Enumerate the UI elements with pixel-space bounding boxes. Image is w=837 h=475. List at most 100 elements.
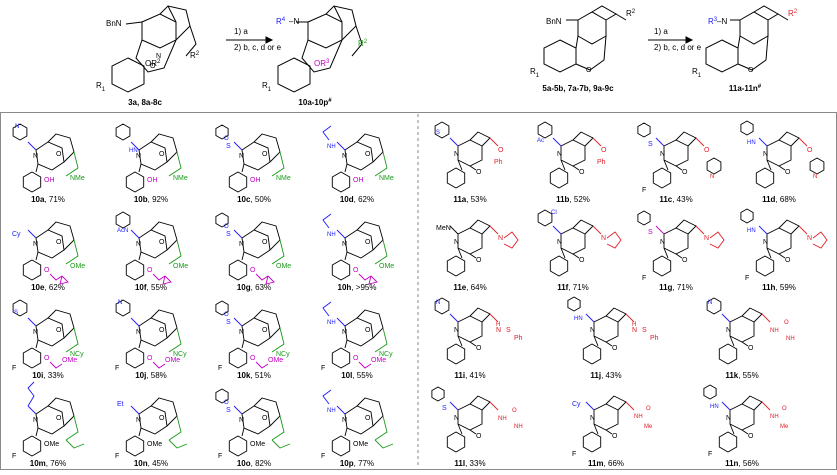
tail-bond bbox=[798, 225, 808, 235]
benzo-ring bbox=[755, 255, 775, 277]
product-range-left: 10a-10p bbox=[298, 98, 328, 107]
pyridine-n-label: N bbox=[15, 124, 19, 130]
compound-caption: 11h, 59% bbox=[762, 283, 796, 292]
ring-n-label: N bbox=[726, 415, 731, 422]
amine-substituent-label: NCy bbox=[276, 351, 290, 358]
r3-sup-right: 3 bbox=[714, 17, 718, 23]
compound-yield: , 41% bbox=[465, 371, 485, 380]
aryl-bond bbox=[344, 427, 348, 437]
isopropyl-chain bbox=[65, 439, 85, 449]
compound-caption: 11c, 43% bbox=[659, 195, 692, 204]
n-substituent-bond bbox=[130, 141, 140, 151]
product-r2-label: R2 bbox=[358, 39, 368, 48]
amine-chain bbox=[65, 239, 79, 265]
product-r1-text-right: R bbox=[692, 67, 698, 76]
product-r1-sub: 1 bbox=[268, 87, 272, 93]
benzo-bond bbox=[457, 247, 463, 259]
ring-n-label: N bbox=[590, 415, 595, 422]
n-substituent-ring bbox=[537, 209, 553, 227]
sulfonyl-o-label: O bbox=[224, 312, 229, 318]
scheme-right-labels: BnN O R2 R1 1) a 2) b, c, d or e R3 –N O… bbox=[530, 9, 798, 93]
tail-urea-nh2: NH bbox=[514, 424, 523, 430]
or3-label: OR3 bbox=[314, 59, 330, 68]
methoxy-label: OMe bbox=[147, 441, 162, 448]
compound-id: 11b bbox=[556, 195, 569, 204]
bridge-ring bbox=[47, 397, 75, 427]
product-r1-sub-right: 1 bbox=[698, 73, 702, 79]
pyridine-n-label: N bbox=[436, 300, 440, 306]
urea-nh-label: NH bbox=[327, 408, 336, 414]
amine-chain bbox=[168, 415, 182, 441]
ring-n-label: N bbox=[342, 153, 347, 160]
pyran-bond bbox=[778, 253, 786, 259]
urea-alkyl-chain bbox=[322, 213, 332, 229]
tail-urea-nh: NH bbox=[498, 416, 507, 422]
ring-n-label: N bbox=[454, 415, 459, 422]
compound-caption: 10p, 77% bbox=[340, 459, 374, 468]
ring-n-label: N bbox=[33, 241, 38, 248]
r1-sub: 1 bbox=[102, 87, 106, 93]
amine-substituent-label: OMe bbox=[379, 263, 394, 270]
pyrazole-n-label: N bbox=[601, 235, 606, 242]
core-ring bbox=[593, 315, 619, 343]
ring-o-label: O bbox=[476, 345, 482, 352]
pyran-bond bbox=[469, 429, 477, 435]
n-substituent-bond bbox=[27, 229, 37, 239]
aryl-bond bbox=[344, 339, 348, 349]
benzo-bond bbox=[593, 423, 599, 435]
product-oxygen-right: O bbox=[748, 67, 754, 74]
tail-urea-o: O bbox=[512, 408, 517, 414]
cyclopentane-ring bbox=[675, 131, 697, 147]
fluoro-label: F bbox=[12, 453, 16, 460]
ether-chain bbox=[152, 361, 166, 369]
compound-yield: , 82% bbox=[251, 459, 271, 468]
compound-caption: 11j, 43% bbox=[590, 371, 621, 380]
ring-o-label: O bbox=[476, 257, 482, 264]
tail-bond bbox=[592, 225, 602, 235]
amine-chain bbox=[65, 327, 79, 353]
r2-sup: 2 bbox=[196, 51, 200, 57]
sulfonamide-n-label: N bbox=[496, 327, 501, 334]
amine-chain bbox=[374, 239, 388, 265]
benzo-bond bbox=[457, 159, 463, 171]
compound-id: 10h bbox=[338, 283, 352, 292]
bridge-ring bbox=[150, 133, 178, 163]
ring-o-label: O bbox=[682, 169, 688, 176]
n-substituent-bond bbox=[27, 405, 37, 415]
product-suffix-right: # bbox=[758, 84, 762, 90]
ring-o-label: O bbox=[365, 239, 371, 246]
aryl-bond bbox=[35, 339, 39, 349]
ring-o-label: O bbox=[262, 151, 268, 158]
compound-caption: 11d, 68% bbox=[762, 195, 796, 204]
methoxyethyl-label: OMe bbox=[62, 357, 77, 364]
ring-n-label: N bbox=[136, 153, 141, 160]
hydroxy-label: OH bbox=[353, 177, 364, 184]
compound-id: 10a bbox=[31, 195, 45, 204]
compound-caption: 10f, 55% bbox=[135, 283, 167, 292]
sulfonamide-s-label: S bbox=[642, 327, 647, 334]
n-substituent-bond bbox=[336, 317, 346, 327]
ether-o-label: O bbox=[353, 267, 359, 274]
ring-o-label: O bbox=[365, 151, 371, 158]
ring-o-label: O bbox=[612, 433, 618, 440]
acetamide-me: Me bbox=[780, 424, 789, 430]
r4-text: R bbox=[276, 17, 282, 26]
compound-yield: , 51% bbox=[250, 371, 270, 380]
ring-n-label: N bbox=[33, 329, 38, 336]
ether-o-label: O bbox=[147, 267, 153, 274]
hydroxy-label: OH bbox=[250, 177, 261, 184]
or2-sup: 2 bbox=[157, 59, 161, 65]
core-ring bbox=[766, 139, 792, 167]
compound-caption: 11l, 33% bbox=[454, 459, 485, 468]
n-substituent-bond bbox=[758, 137, 768, 147]
benzo-bond bbox=[593, 335, 599, 347]
ring-o-label: O bbox=[682, 257, 688, 264]
compound-yield: , 71% bbox=[672, 283, 692, 292]
compound-yield: , 43% bbox=[601, 371, 621, 380]
amine-chain bbox=[65, 151, 79, 177]
n-substituent-bond bbox=[552, 137, 562, 147]
ring-n-label: N bbox=[342, 329, 347, 336]
ring-n-label: N bbox=[136, 329, 141, 336]
